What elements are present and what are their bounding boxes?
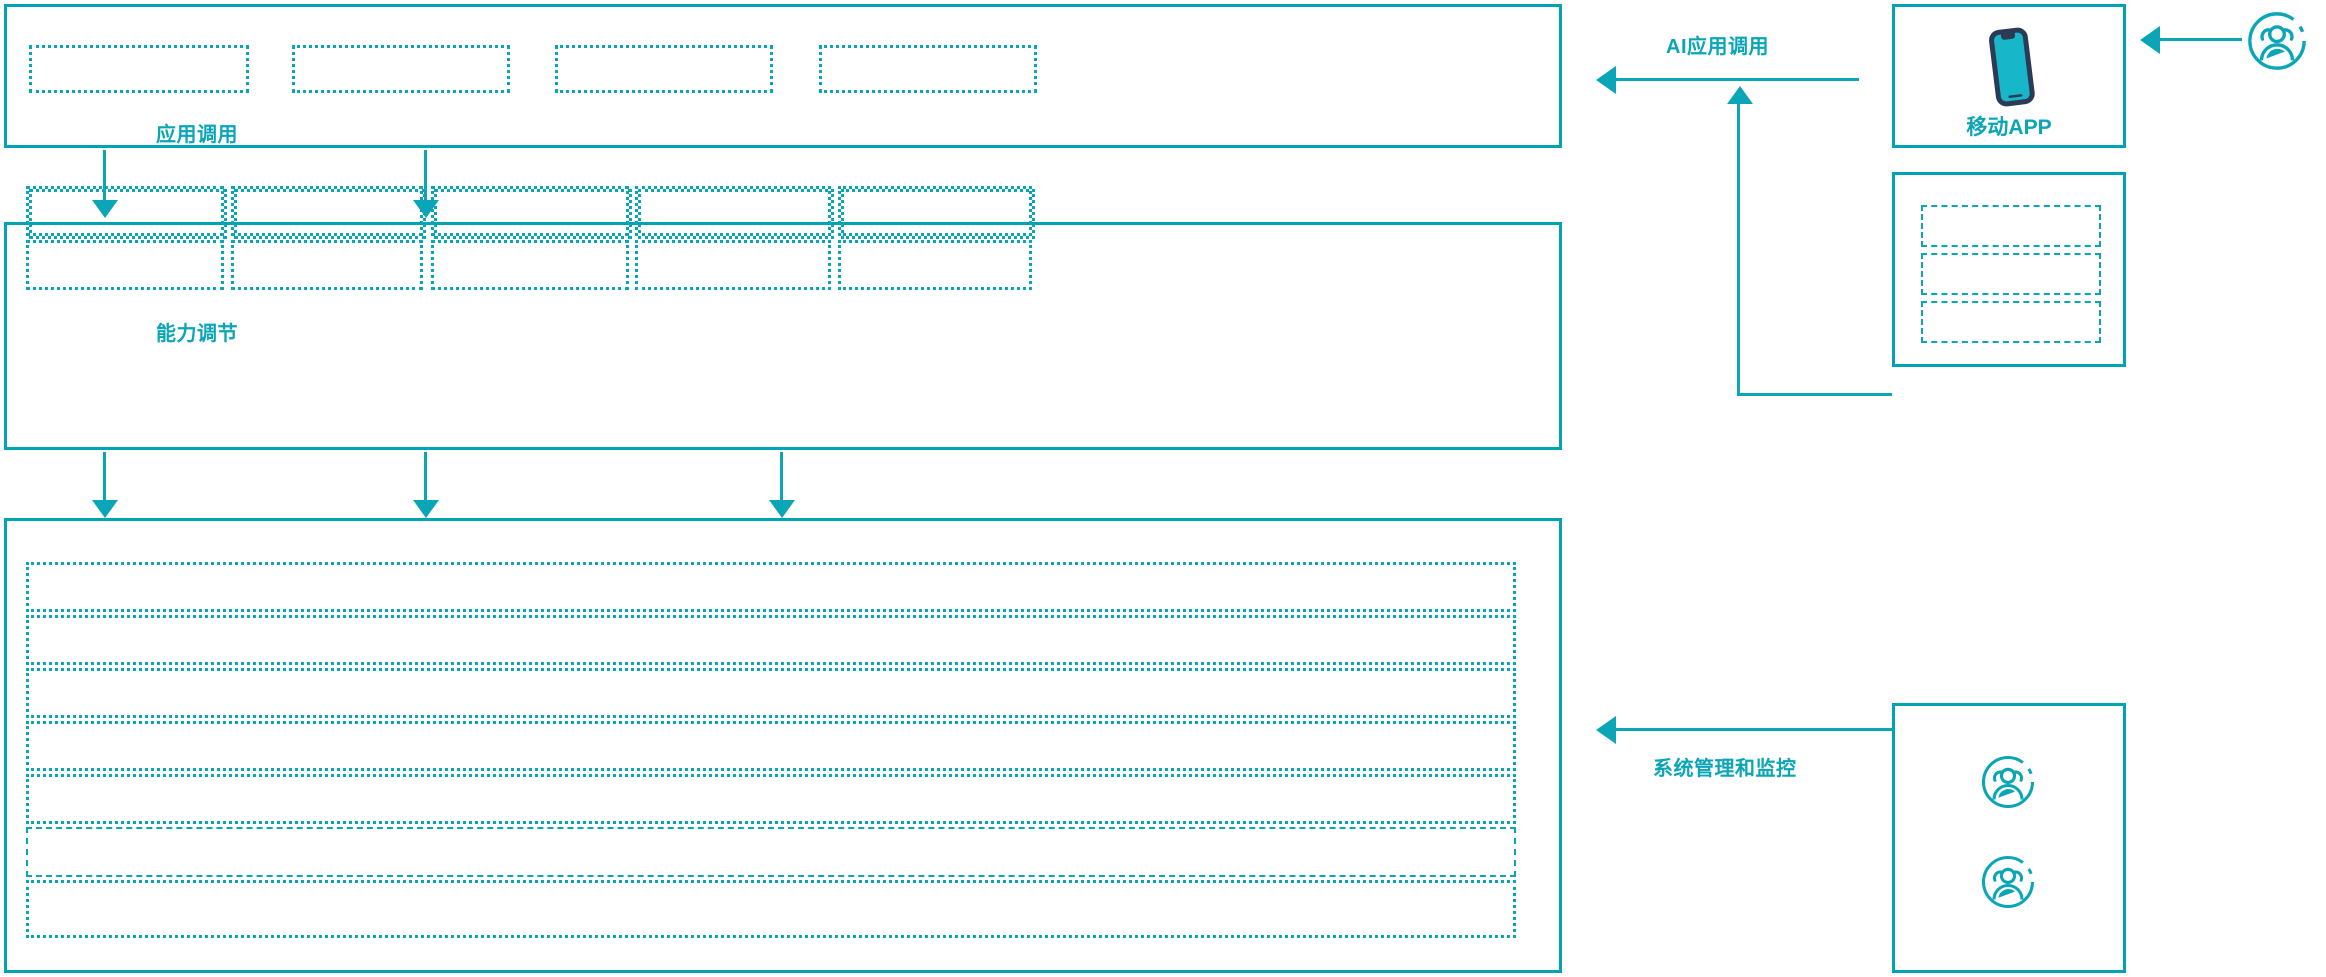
- platform-row-6[interactable]: [26, 827, 1516, 877]
- capability-layer: [4, 189, 1562, 450]
- service-panel[interactable]: [1892, 172, 2126, 367]
- platform-layer: [4, 518, 1562, 973]
- capability-item-8[interactable]: [431, 240, 629, 290]
- capability-tune-arrowhead-1: [92, 500, 118, 518]
- flow-label-system-monitor: 系统管理和监控: [1653, 758, 1797, 780]
- operations-user-icon-2[interactable]: [1980, 854, 2036, 910]
- flow-label-ai-app-invoke: AI应用调用: [1666, 36, 1769, 58]
- service-panel-item-2[interactable]: [1921, 253, 2101, 295]
- capability-item-9[interactable]: [635, 240, 831, 290]
- app-invoke-connector-left: [103, 150, 106, 202]
- system-monitor-line: [1614, 728, 1892, 731]
- capability-item-2[interactable]: [231, 186, 423, 236]
- capability-item[interactable]: [638, 189, 834, 239]
- application-item[interactable]: [555, 45, 773, 93]
- platform-row-4[interactable]: [26, 721, 1516, 771]
- capability-item[interactable]: [841, 189, 1035, 239]
- mobile-app-panel[interactable]: 移动APP: [1892, 4, 2126, 148]
- service-panel-item-1[interactable]: [1921, 205, 2101, 247]
- operations-panel[interactable]: [1892, 703, 2126, 973]
- service-riser-elbow: [1737, 393, 1892, 396]
- flow-label-app-invoke: 应用调用: [156, 124, 238, 146]
- user-group-icon: [2248, 12, 2306, 70]
- capability-item-7[interactable]: [231, 240, 423, 290]
- end-user-actor[interactable]: [2246, 10, 2308, 72]
- capability-item-1[interactable]: [26, 186, 224, 236]
- app-invoke-connector-right: [424, 150, 427, 202]
- capability-tune-connector-1: [103, 452, 106, 502]
- platform-row-2[interactable]: [26, 615, 1516, 665]
- capability-item-4[interactable]: [635, 186, 831, 236]
- platform-row-1[interactable]: [26, 562, 1516, 612]
- application-layer: [4, 4, 1562, 148]
- capability-tune-connector-3: [780, 452, 783, 502]
- capability-item-6[interactable]: [26, 240, 224, 290]
- capability-tune-connector-2: [424, 452, 427, 502]
- user-group-icon: [1981, 855, 2035, 909]
- service-riser-arrowhead: [1727, 86, 1753, 104]
- capability-item[interactable]: [234, 189, 426, 239]
- user-group-icon: [1981, 755, 2035, 809]
- flow-label-capability-tune: 能力调节: [156, 323, 238, 345]
- platform-row-7[interactable]: [26, 880, 1516, 938]
- mobile-app-panel-caption: 移动APP: [1966, 116, 2052, 139]
- capability-tune-arrowhead-3: [769, 500, 795, 518]
- capability-tune-arrowhead-2: [413, 500, 439, 518]
- ai-app-invoke-arrowhead: [1596, 66, 1616, 94]
- capability-item-10[interactable]: [838, 240, 1032, 290]
- mobile-phone-icon: [1967, 23, 2057, 113]
- capability-item-3[interactable]: [431, 186, 629, 236]
- platform-row-5[interactable]: [26, 774, 1516, 824]
- service-panel-item-3[interactable]: [1921, 301, 2101, 343]
- application-item[interactable]: [292, 45, 510, 93]
- end-user-to-mobile-line: [2158, 38, 2242, 41]
- platform-row-3[interactable]: [26, 668, 1516, 718]
- capability-item-5[interactable]: [838, 186, 1032, 236]
- capability-item[interactable]: [29, 189, 227, 239]
- end-user-to-mobile-arrowhead: [2140, 26, 2160, 54]
- capability-item[interactable]: [434, 189, 632, 239]
- application-item[interactable]: [819, 45, 1037, 93]
- system-monitor-arrowhead: [1596, 716, 1616, 744]
- ai-app-invoke-line: [1614, 78, 1859, 81]
- app-invoke-arrowhead-left: [92, 200, 118, 218]
- service-riser-line: [1737, 103, 1740, 395]
- application-item[interactable]: [29, 45, 249, 93]
- operations-user-icon-1[interactable]: [1980, 754, 2036, 810]
